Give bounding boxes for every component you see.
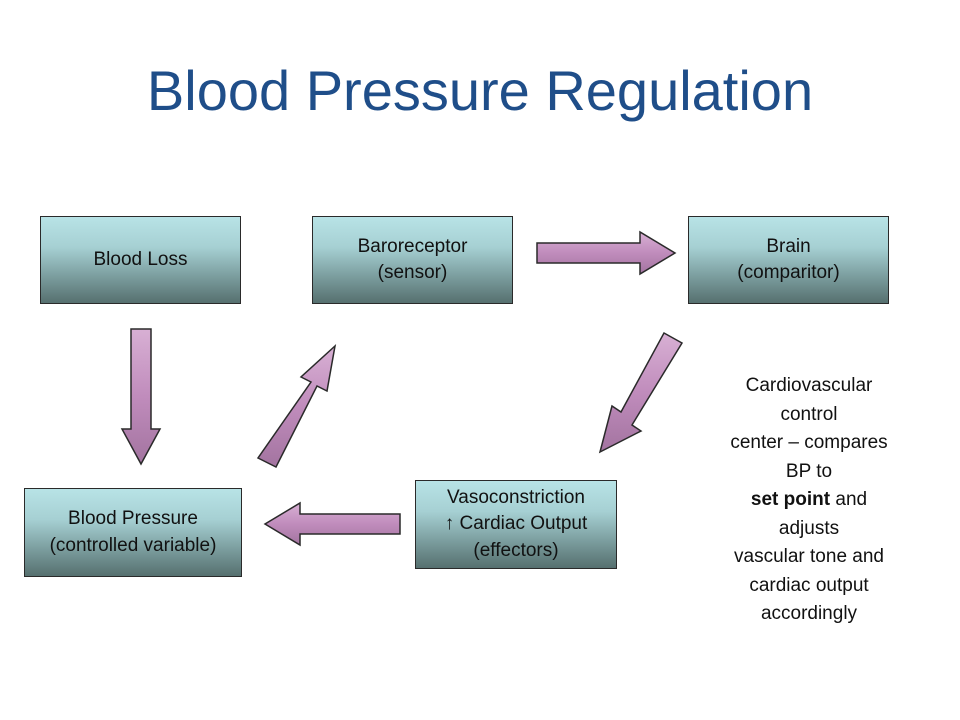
note-line-3: center – compares	[730, 432, 888, 453]
effectors-role-label: (effectors)	[473, 539, 559, 561]
vasoconstriction-label: Vasoconstriction	[447, 487, 585, 509]
arrow-baroreceptor-to-brain	[536, 230, 677, 276]
blood-pressure-label: Blood Pressure	[68, 508, 198, 530]
baroreceptor-role-label: (sensor)	[377, 262, 448, 283]
note-line-6: adjusts	[778, 517, 840, 539]
brain-box: Brain (comparitor)	[688, 216, 889, 304]
cardiac-output-label: ↑ Cardiac Output	[444, 513, 588, 535]
note-line-5: set point and	[702, 486, 916, 515]
note-line-1: Cardiovascular	[745, 375, 873, 396]
slide-title: Blood Pressure Regulation	[146, 59, 814, 122]
blood-loss-box: Blood Loss	[40, 216, 241, 304]
note-line-4: BP to	[785, 460, 833, 482]
brain-label: Brain	[766, 235, 811, 257]
blood-pressure-box: Blood Pressure (controlled variable)	[24, 488, 242, 577]
note-line-9: accordingly	[760, 603, 858, 624]
effectors-box: Vasoconstriction ↑ Cardiac Output (effec…	[415, 480, 617, 569]
baroreceptor-label: Baroreceptor	[357, 235, 468, 257]
arrow-brain-to-effectors	[598, 331, 684, 454]
note-line-7: vascular tone and	[734, 546, 884, 567]
set-point-term: set point	[750, 489, 831, 510]
blood-pressure-role-label: (controlled variable)	[49, 534, 217, 556]
arrow-effectors-to-bloodpressure	[263, 501, 401, 547]
baroreceptor-box: Baroreceptor (sensor)	[312, 216, 513, 304]
blood-loss-label: Blood Loss	[93, 248, 188, 270]
arrow-bloodloss-to-bloodpressure	[120, 328, 162, 466]
note-line-5-rest: and	[830, 489, 868, 510]
cardiovascular-center-note: Cardiovascular control center – compares…	[702, 372, 916, 629]
note-line-8: cardiac output	[749, 574, 869, 596]
arrow-bloodpressure-to-baroreceptor	[256, 343, 337, 469]
note-line-2: control	[780, 403, 838, 425]
brain-role-label: (comparitor)	[737, 262, 840, 283]
